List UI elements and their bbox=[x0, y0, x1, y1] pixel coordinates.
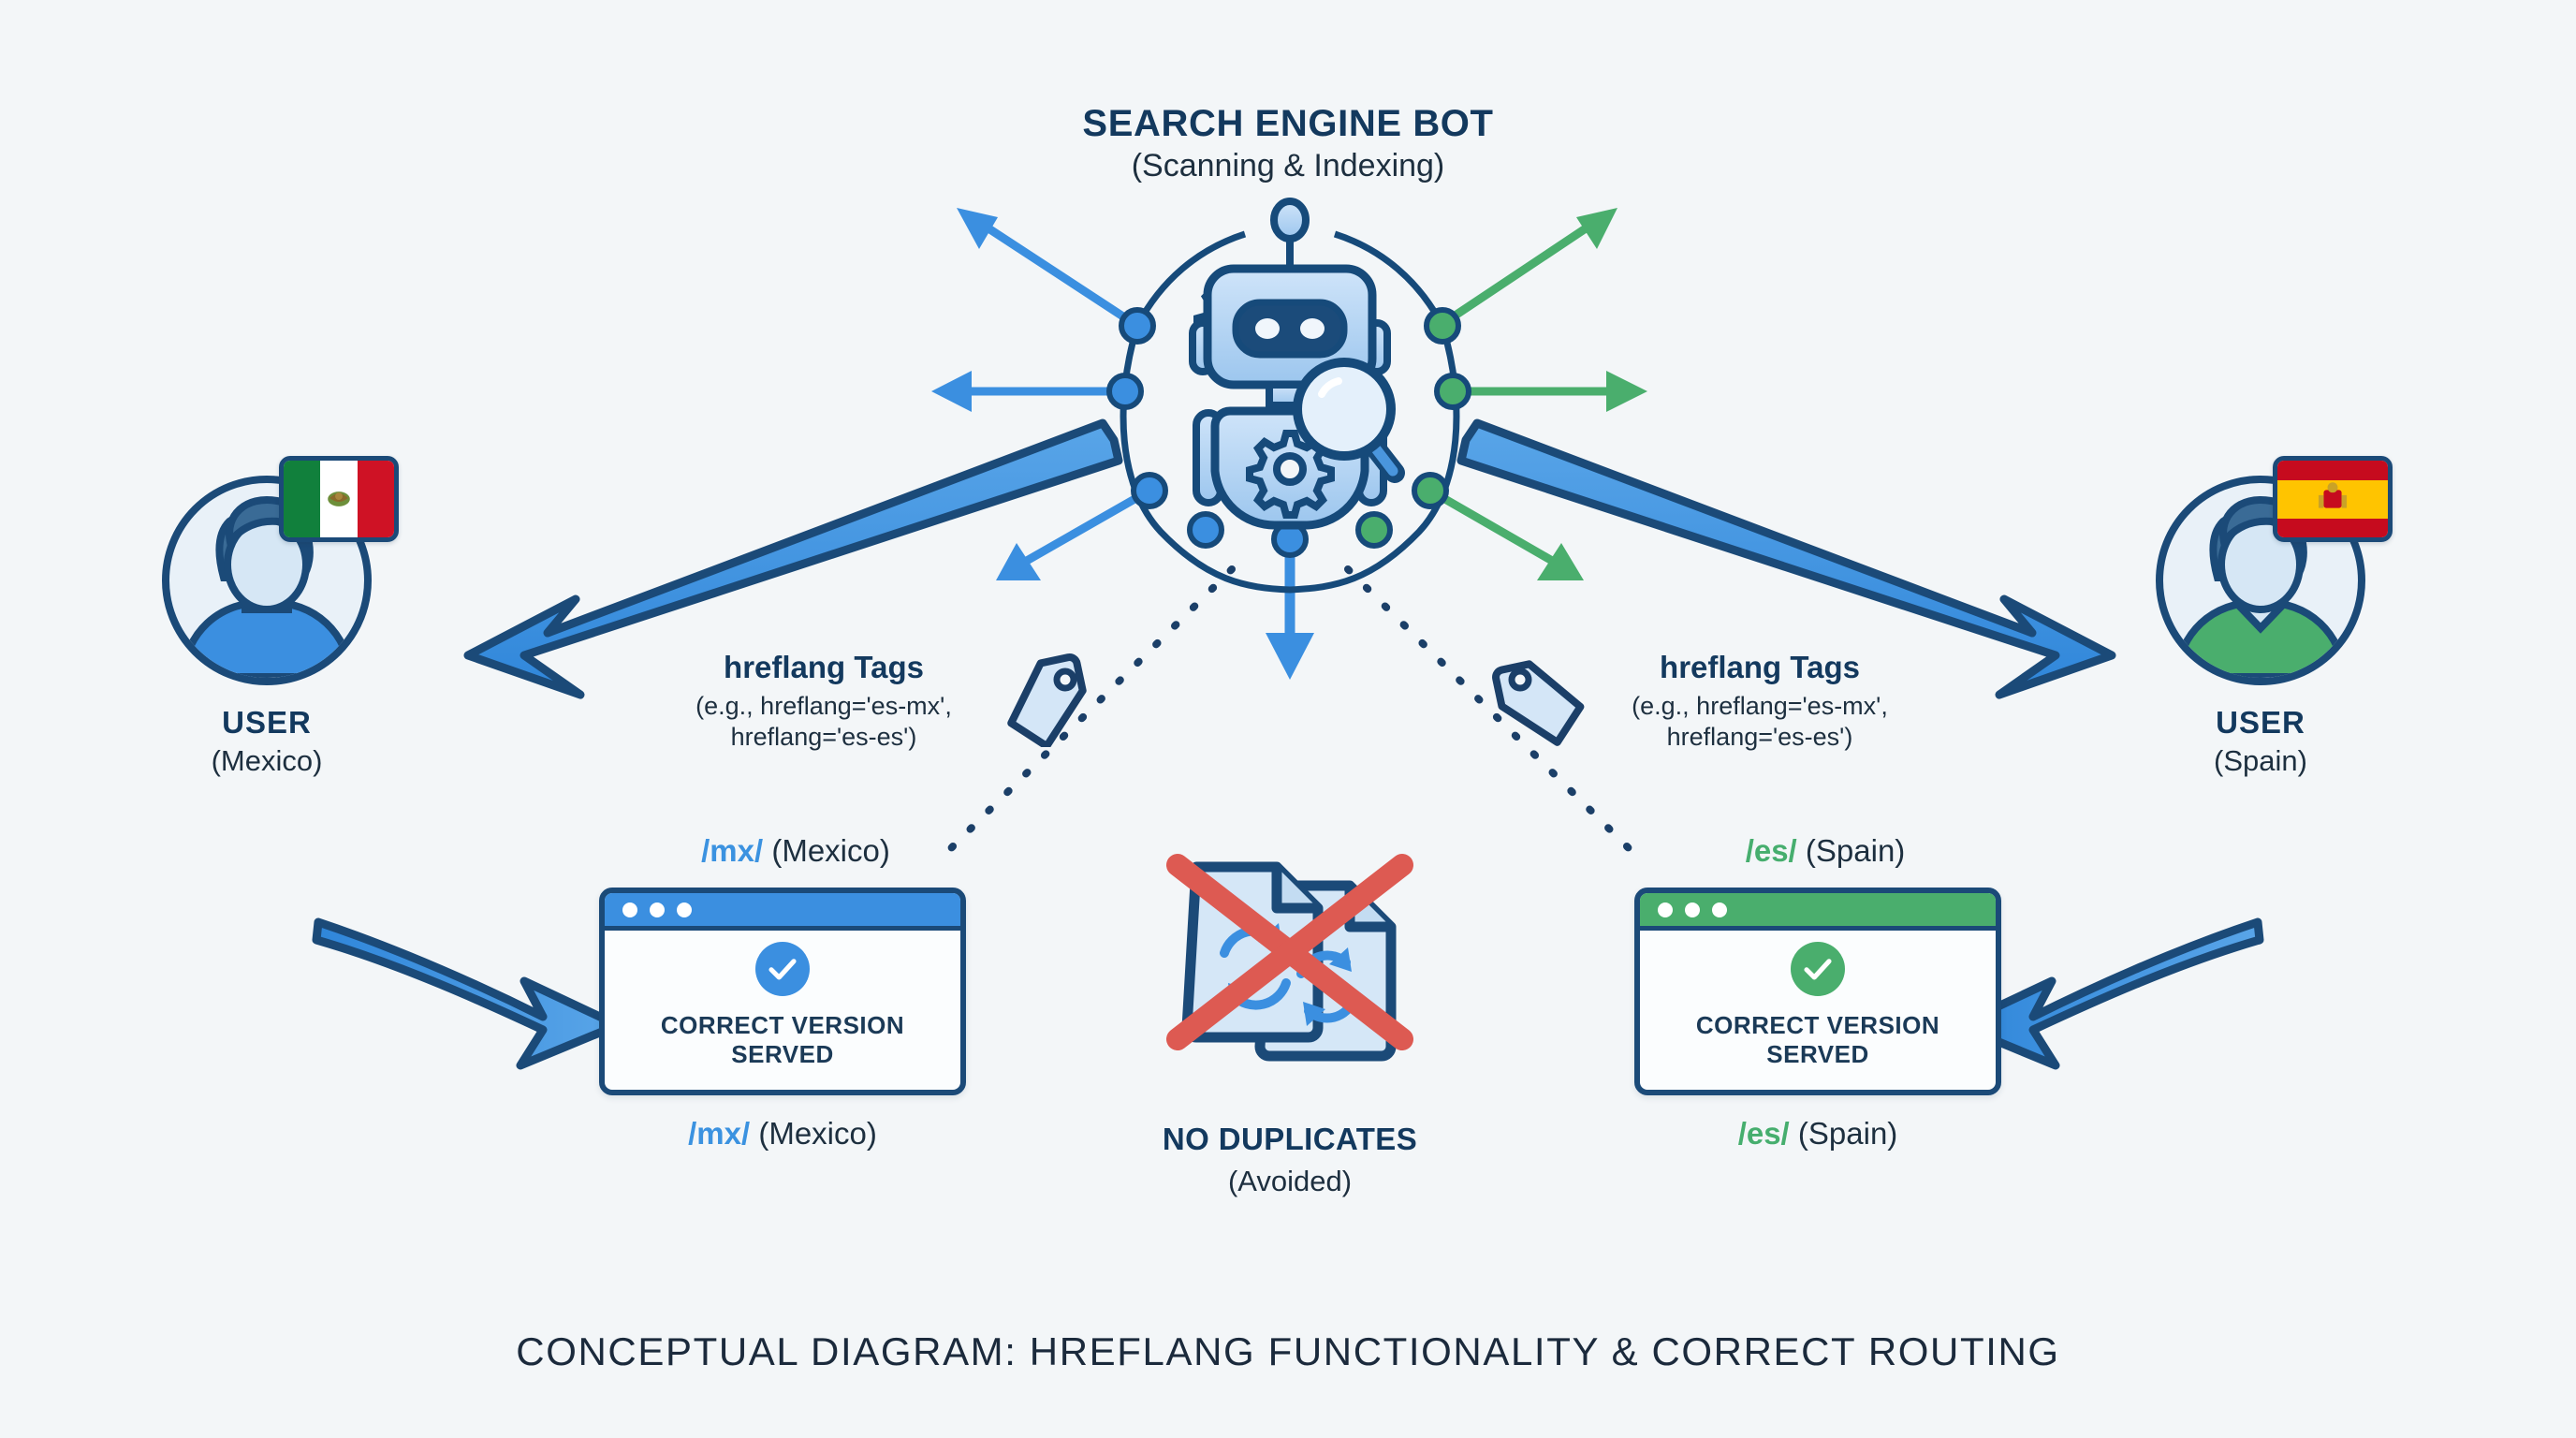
browser-es-bottom-label: /es/ (Spain) bbox=[1634, 1116, 2001, 1152]
tag-icon bbox=[1007, 653, 1087, 747]
check-circle-icon bbox=[755, 941, 810, 996]
browser-es-bottom-region: (Spain) bbox=[1797, 1116, 1898, 1151]
mexico-flag-icon bbox=[279, 456, 399, 542]
browser-mx-status: CORRECT VERSION SERVED bbox=[661, 1011, 904, 1068]
browser-mx-bottom-label: /mx/ (Mexico) bbox=[599, 1116, 966, 1152]
user-mexico-name: USER bbox=[222, 705, 312, 740]
browser-es-status-line2: SERVED bbox=[1766, 1039, 1869, 1068]
user-spain-region: (Spain) bbox=[2214, 744, 2307, 777]
bot-network-ring bbox=[1106, 230, 1471, 594]
avatar bbox=[159, 456, 399, 688]
window-dot-close-icon bbox=[622, 902, 637, 917]
user-mexico-region: (Mexico) bbox=[211, 744, 323, 777]
browser-mx-top-label: /mx/ (Mexico) bbox=[599, 833, 992, 869]
browser-mx-top-region: (Mexico) bbox=[771, 833, 890, 868]
diagram-caption: CONCEPTUAL DIAGRAM: HREFLANG FUNCTIONALI… bbox=[516, 1329, 2060, 1373]
user-mexico-group: USER (Mexico) bbox=[159, 456, 399, 778]
user-spain-name: USER bbox=[2216, 705, 2305, 740]
dotted-connector-right bbox=[1344, 565, 1636, 856]
window-dot-minimize-icon bbox=[1685, 902, 1700, 917]
hreflang-tag-right-line2: hreflang='es-es') bbox=[1666, 723, 1853, 752]
magnifier-icon bbox=[1293, 358, 1405, 483]
bot-radial-arrows bbox=[931, 208, 1647, 680]
radial-arrow-left-up bbox=[957, 208, 1142, 330]
browser-es-status: CORRECT VERSION SERVED bbox=[1696, 1011, 1939, 1068]
arrow-user-spain-to-browser bbox=[1954, 917, 2264, 1070]
browser-mx-status-line1: CORRECT VERSION bbox=[660, 1010, 905, 1039]
radial-arrow-left-mid bbox=[931, 371, 1130, 412]
browser-mx-top-slug: /mx/ bbox=[701, 833, 772, 868]
hreflang-tag-right-title: hreflang Tags bbox=[1660, 650, 1860, 684]
browser-es-status-line1: CORRECT VERSION bbox=[1695, 1010, 1940, 1039]
avatar bbox=[2153, 456, 2393, 688]
arrow-user-mexico-to-browser bbox=[312, 917, 622, 1070]
browser-mx-status-line2: SERVED bbox=[731, 1039, 834, 1068]
spain-flag-icon bbox=[2273, 456, 2393, 542]
hreflang-tag-left-line2: hreflang='es-es') bbox=[730, 723, 917, 752]
browser-es-body: CORRECT VERSION SERVED bbox=[1640, 931, 1996, 1085]
arrow-bot-to-user-mexico bbox=[463, 418, 1123, 699]
user-spain-group: USER (Spain) bbox=[2153, 456, 2393, 778]
browser-es-titlebar bbox=[1640, 893, 1996, 931]
hreflang-tag-left: hreflang Tags (e.g., hreflang='es-mx', h… bbox=[655, 650, 992, 754]
browser-mx-bottom-region: (Mexico) bbox=[758, 1116, 877, 1151]
no-duplicates-title: NO DUPLICATES bbox=[1162, 1122, 1418, 1156]
page-title: SEARCH ENGINE BOT bbox=[1082, 103, 1494, 144]
page-subtitle: (Scanning & Indexing) bbox=[1131, 148, 1445, 183]
browser-es-top-label: /es/ (Spain) bbox=[1629, 833, 2022, 869]
radial-arrow-right-down bbox=[1426, 486, 1584, 580]
check-circle-icon bbox=[1791, 941, 1845, 996]
browser-window-es[interactable]: CORRECT VERSION SERVED bbox=[1634, 888, 2001, 1095]
browser-window-mx[interactable]: CORRECT VERSION SERVED bbox=[599, 888, 966, 1095]
window-dot-close-icon bbox=[1658, 902, 1673, 917]
window-dot-maximize-icon bbox=[677, 902, 692, 917]
tag-icon bbox=[1492, 660, 1585, 746]
browser-mx-titlebar bbox=[605, 893, 960, 931]
hreflang-tag-right: hreflang Tags (e.g., hreflang='es-mx', h… bbox=[1591, 650, 1928, 754]
browser-es-top-region: (Spain) bbox=[1805, 833, 1906, 868]
hreflang-tag-left-line1: (e.g., hreflang='es-mx', bbox=[695, 692, 952, 720]
no-duplicates-subtitle: (Avoided) bbox=[1227, 1165, 1353, 1197]
hreflang-tag-right-line1: (e.g., hreflang='es-mx', bbox=[1632, 692, 1888, 720]
window-dot-maximize-icon bbox=[1712, 902, 1727, 917]
hreflang-tag-left-title: hreflang Tags bbox=[724, 650, 924, 684]
robot-icon bbox=[1144, 192, 1436, 566]
window-dot-minimize-icon bbox=[650, 902, 665, 917]
radial-arrow-left-down bbox=[996, 486, 1154, 580]
browser-mx-bottom-slug: /mx/ bbox=[688, 1116, 759, 1151]
browser-es-bottom-slug: /es/ bbox=[1737, 1116, 1798, 1151]
browser-es-top-slug: /es/ bbox=[1745, 833, 1806, 868]
radial-arrow-right-up bbox=[1435, 208, 1617, 330]
radial-arrow-right-mid bbox=[1448, 371, 1647, 412]
arrow-bot-to-user-spain bbox=[1456, 418, 2116, 699]
browser-mx-body: CORRECT VERSION SERVED bbox=[605, 931, 960, 1085]
duplicate-pages-crossed-out-icon bbox=[1159, 852, 1421, 1095]
